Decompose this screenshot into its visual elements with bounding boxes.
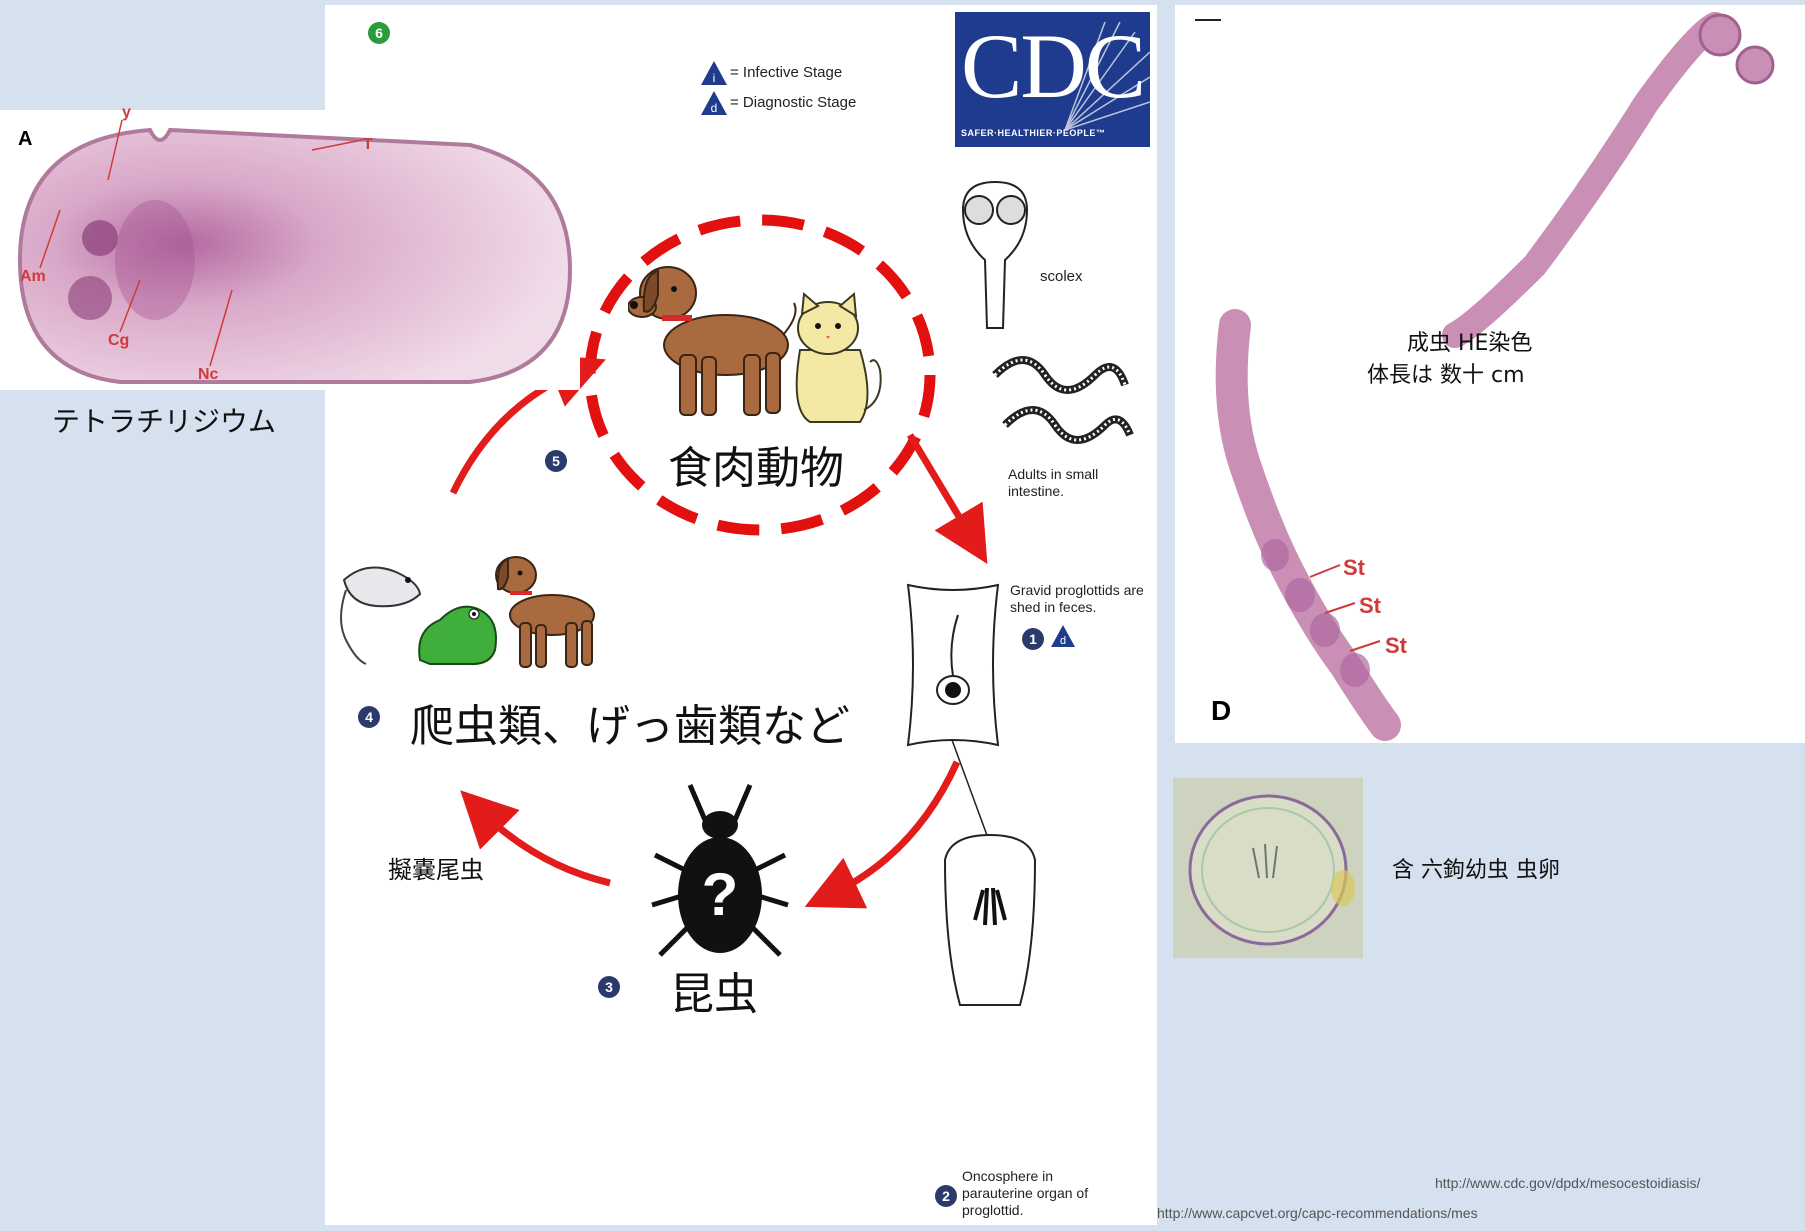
egg-caption: 含 六鉤幼虫 虫卵 xyxy=(1392,852,1560,884)
marker-t: T xyxy=(363,136,373,154)
marker-y: y xyxy=(122,104,131,122)
arrow-proglottid-to-insect xyxy=(830,762,957,895)
tetrathyridium-micrograph xyxy=(0,110,580,390)
panel-d-letter: D xyxy=(1211,695,1231,727)
adult-caption-line1: 成虫 HE染色 xyxy=(1407,325,1532,357)
egg-micrograph xyxy=(1173,778,1363,958)
source-url-1[interactable]: http://www.cdc.gov/dpdx/mesocestoidiasis… xyxy=(1435,1175,1700,1191)
adult-specimen-panel: 成虫 HE染色 体長は 数十 cm St St St D xyxy=(1175,5,1805,743)
arrow-insect-to-host4 xyxy=(480,810,610,883)
marker-am: Am xyxy=(20,268,46,286)
st-label-3: St xyxy=(1385,633,1407,659)
tetrathyridium-caption: テトラチリジウム xyxy=(52,400,276,440)
source-url-2[interactable]: http://www.capcvet.org/capc-recommendati… xyxy=(1157,1205,1478,1221)
tetrathyridium-panel: A y T Am Cg Nc xyxy=(0,110,580,390)
marker-nc: Nc xyxy=(198,366,218,384)
adult-caption-line2: 体長は 数十 cm xyxy=(1367,357,1525,389)
st-label-2: St xyxy=(1359,593,1381,619)
marker-cg: Cg xyxy=(108,332,129,350)
st-label-1: St xyxy=(1343,555,1365,581)
arrow-host-to-adults xyxy=(910,435,973,540)
panel-a-letter: A xyxy=(18,128,32,151)
egg-image xyxy=(1173,778,1363,958)
